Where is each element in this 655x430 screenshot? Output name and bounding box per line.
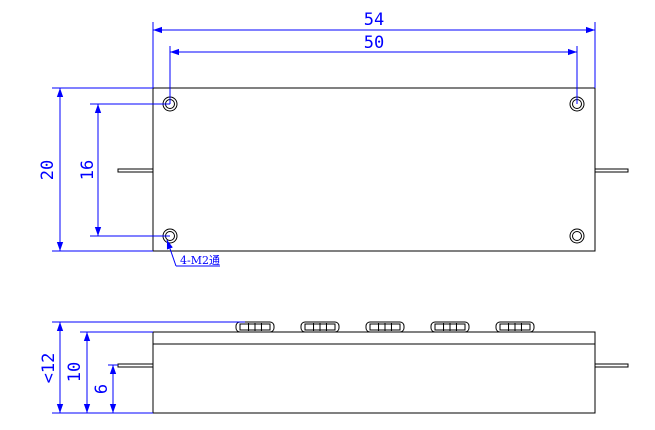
sma-connector: [235, 321, 275, 333]
dimension-overall-width: 20: [38, 87, 153, 252]
dimension-hole-spacing-length: 50: [169, 33, 578, 104]
sma-connector: [430, 321, 470, 333]
dimension-body-height: 10: [65, 331, 153, 413]
dimension-pin-height: 6: [92, 364, 118, 413]
hole-callout: 4-M2通: [166, 239, 220, 267]
sma-connector: [300, 321, 340, 333]
dimension-height-max: <12: [39, 321, 245, 414]
dimension-pin-height-value: 6: [92, 384, 112, 394]
dimension-height-max-value: <12: [39, 353, 59, 384]
sma-connector: [495, 321, 535, 333]
side-view: <12 10 6: [39, 321, 629, 414]
top-view-pin-right: [594, 168, 629, 173]
side-view-pin-right: [594, 363, 629, 368]
mounting-hole-bottom-right: [569, 228, 585, 244]
top-view-pin-left: [117, 168, 154, 173]
top-view: 54 50 20 16 4-M2通: [38, 10, 629, 267]
dimension-overall-width-value: 20: [38, 160, 58, 180]
sma-connector: [365, 321, 405, 333]
dimension-hole-spacing-length-value: 50: [364, 33, 384, 53]
dimension-overall-length-value: 54: [364, 10, 384, 30]
side-view-connectors: [235, 321, 535, 333]
dimension-body-height-value: 10: [65, 362, 85, 382]
top-view-body: [152, 87, 596, 252]
hole-callout-label: 4-M2通: [180, 254, 220, 267]
side-view-pin-left: [117, 363, 154, 368]
dimension-hole-spacing-width: 16: [78, 103, 170, 237]
dimension-overall-length: 54: [152, 10, 596, 88]
dimension-hole-spacing-width-value: 16: [78, 160, 98, 180]
